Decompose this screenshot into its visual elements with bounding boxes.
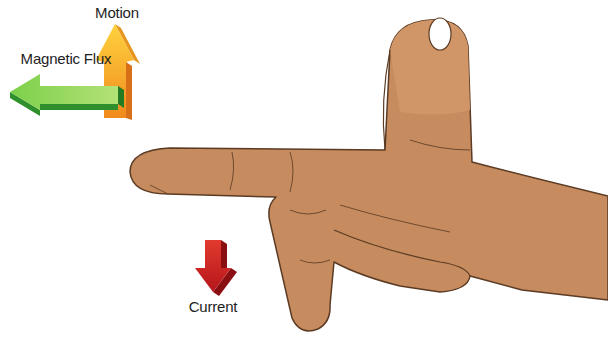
flux-arrow (10, 74, 124, 116)
arrow-side (40, 104, 118, 110)
hand-outline (130, 20, 608, 331)
axis-label: Current (189, 298, 238, 315)
finger-crease (150, 185, 168, 194)
folded-finger (340, 205, 450, 232)
thumb-crease (410, 140, 470, 150)
folded-finger (334, 230, 470, 276)
current-arrow (195, 240, 237, 296)
finger-crease (290, 152, 293, 192)
finger-crease (300, 260, 330, 263)
finger-crease (290, 210, 326, 214)
axis-label: Magnetic Flux (21, 50, 112, 67)
axis-label: Motion (95, 4, 139, 21)
arrow-side (118, 86, 124, 108)
right-hand (130, 18, 608, 331)
thumb-edge (383, 50, 390, 150)
thumb-nail (429, 18, 451, 50)
arrow-body (195, 240, 231, 292)
arrow-side (221, 240, 227, 268)
finger-crease (230, 152, 234, 190)
arrow-side (126, 62, 132, 120)
arrow-body (10, 74, 118, 110)
